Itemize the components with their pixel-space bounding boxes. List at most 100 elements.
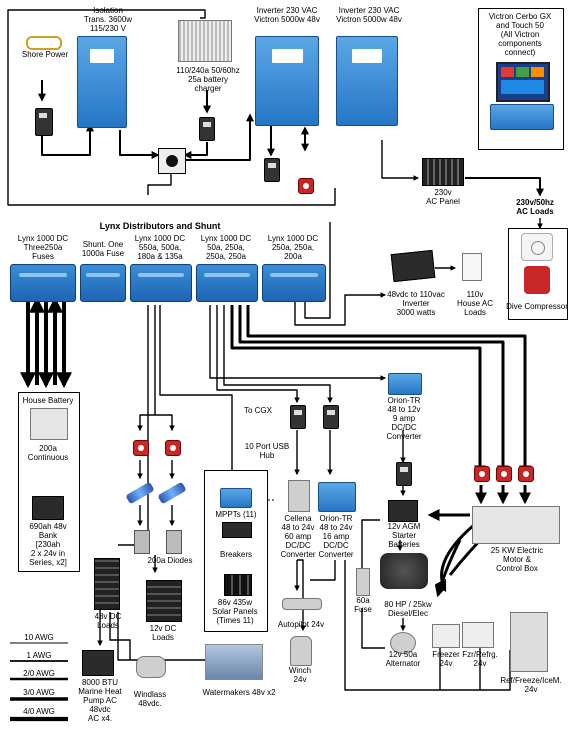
inverter-1	[255, 36, 319, 126]
shore-power-plug-icon	[26, 36, 62, 50]
lynx3-to-48vloads	[118, 305, 149, 546]
orion9-label: Orion-TR 48 to 12v 9 amp DC/DC Converter	[386, 396, 422, 441]
lynx5-label: Lynx 1000 DC 250a, 250a, 200a	[267, 234, 319, 261]
starter-breaker	[396, 462, 412, 486]
cerbo-touch-screen	[496, 62, 550, 102]
inverter-breaker	[264, 158, 280, 182]
red-switch-2	[165, 440, 181, 456]
lynx1-label: Lynx 1000 DC Three250a Fuses	[17, 234, 69, 261]
top-loop-wire	[7, 9, 336, 206]
inverter1-label: Inverter 230 VAC Victron 5000w 48v	[254, 6, 320, 24]
motor-to-diesel-3	[434, 539, 462, 598]
switch-to-loop	[147, 170, 172, 195]
48v-to-windlass	[109, 612, 131, 660]
winch-label: Winch 24v	[288, 666, 312, 684]
shore-power-label: Shore Power	[21, 50, 69, 59]
mppt-unit	[220, 488, 252, 508]
isolation-label: Isolation Trans. 3600w 115/230 V	[83, 6, 133, 33]
battery-charger	[178, 20, 232, 62]
orion16-breaker	[323, 405, 339, 429]
house-ac-label: 110v House AC Loads	[456, 290, 494, 317]
continuous-label: 200a Continuous	[27, 444, 69, 462]
motor-control-box	[472, 506, 560, 544]
cerbo-gx-unit	[490, 104, 554, 130]
starter-battery-icon	[388, 500, 418, 522]
orion16-to-winch-line	[310, 560, 336, 581]
solar-panels-icon	[224, 574, 252, 596]
dc-panel-12v	[146, 580, 182, 622]
motor-cable-2	[238, 305, 509, 478]
solar-label: 86v 435w Solar Panels (Times 11)	[212, 598, 258, 625]
alternator-label: 12v 50a Alternator	[385, 650, 421, 668]
battery-monitor-icon	[30, 408, 68, 440]
lynx-shunt	[80, 264, 126, 302]
house-battery-label: House Battery	[22, 396, 74, 405]
diesel-label: 80 HP / 25kw Diesel/Elec	[384, 600, 432, 618]
cerbo-label: Victron Cerbo GX and Touch 50 (All Victr…	[488, 12, 552, 57]
fuse-60-icon	[356, 568, 370, 596]
shore-breaker	[35, 108, 53, 136]
awg-1-label: 1 AWG	[26, 651, 52, 660]
autopilot-icon	[282, 598, 322, 610]
isolation-transformer	[77, 36, 127, 128]
fuse-to-alt	[361, 608, 385, 649]
bank-label: 690ah 48v Bank [230ah 2 x 24v in Series,…	[29, 522, 67, 567]
ac-loads-label: 230v/50hz AC Loads	[516, 198, 554, 216]
inverter-2	[336, 36, 398, 126]
lynx-distributor-3	[130, 264, 192, 302]
ac-panel-label: 230v AC Panel	[426, 188, 460, 206]
orion16-label: Orion-TR 48 to 24v 16 amp DC/DC Converte…	[318, 514, 354, 559]
dc-panel-48v	[94, 558, 120, 610]
wall-socket-icon	[521, 233, 553, 261]
red-switch-1	[133, 440, 149, 456]
diode-1	[134, 530, 150, 554]
electric-motor-label: 25 KW Electric Motor & Control Box	[490, 546, 544, 573]
inv2-to-ac	[381, 140, 420, 181]
dc-loads-48v-label: 48v DC Loads	[94, 612, 122, 630]
orion16-unit	[318, 482, 356, 512]
awg-3-0-label: 3/0 AWG	[23, 688, 55, 697]
transfer-switch-icon	[158, 148, 186, 174]
watermaker-icon	[205, 644, 263, 680]
dive-compressor-icon	[524, 266, 550, 294]
fzr-refrg-label: Fzr/Refrg. 24v	[462, 650, 498, 668]
awg-4-0-label: 4/0 AWG	[23, 707, 55, 716]
48v-to-watermaker	[117, 612, 205, 661]
lynx4-to-orion9	[209, 305, 387, 381]
starter-to-fuse	[361, 519, 380, 570]
lynx4-to-cellena	[216, 305, 300, 404]
inverter-110-label: 48vdc to 110vac Inverter 3000 watts	[387, 290, 445, 317]
windlass-icon	[136, 656, 166, 678]
lynx4-label: Lynx 1000 DC 50a, 250a, 250a, 250a	[200, 234, 252, 261]
dc-loads-12v-label: 12v DC Loads	[149, 624, 177, 642]
lynx3-label: Lynx 1000 DC 550a, 500a, 180a & 135a	[134, 234, 186, 261]
ref-freeze-label: Ref/Freeze/IceM. 24v	[500, 676, 562, 694]
diesel-engine-icon	[380, 553, 428, 589]
mppts-label: MPPTs (11)	[215, 510, 257, 519]
ac-panel	[422, 158, 464, 186]
lynx2-label: Shunt. One 1000a Fuse	[81, 240, 125, 258]
lynx-to-loop-left	[304, 222, 331, 319]
breakers-label: Breakers	[219, 550, 252, 559]
switch-to-inverter	[185, 113, 254, 161]
awg-10-label: 10 AWG	[24, 633, 54, 642]
fzr-refrg-icon	[462, 622, 494, 648]
shore-to-iso	[41, 123, 94, 156]
lynx3-branch	[137, 305, 156, 432]
ref-freeze-icon	[510, 612, 548, 672]
winch-icon	[290, 636, 312, 666]
orion9-unit	[388, 373, 422, 395]
fuse-60-label: 60a Fuse	[354, 596, 372, 614]
lynx-distributor-4	[196, 264, 258, 302]
to-cgx-label: To CGX	[243, 406, 272, 415]
battery-bank-icon	[32, 496, 64, 520]
ac-to-loads	[465, 177, 544, 197]
lynx-to-inverter110	[294, 292, 387, 326]
lynx-distributor-1	[10, 264, 76, 302]
orion16-to-loads	[344, 560, 440, 691]
cellena-breaker	[290, 405, 306, 429]
charger-breaker	[199, 117, 215, 141]
autopilot-label: Autopilot 24v	[277, 620, 325, 629]
diode-2	[166, 530, 182, 554]
motor-switch-1	[474, 466, 490, 482]
